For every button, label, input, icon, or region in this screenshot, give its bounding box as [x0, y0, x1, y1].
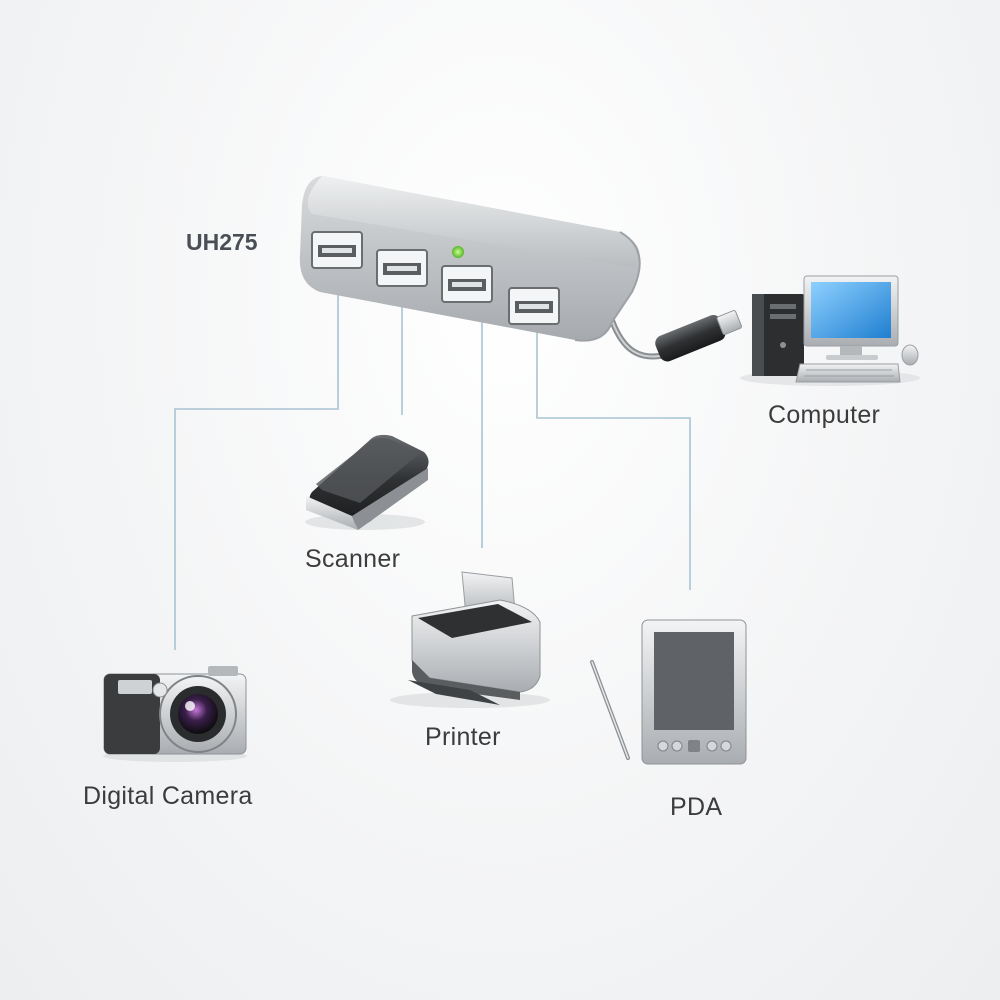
camera-connector-line [174, 268, 339, 650]
digital-camera-label: Digital Camera [83, 782, 253, 810]
stylus-icon [590, 660, 630, 760]
usb-hub [299, 176, 641, 342]
usb-port-1 [311, 231, 363, 269]
computer-label: Computer [768, 401, 881, 429]
scanner-label: Scanner [305, 545, 401, 573]
power-led-icon [452, 246, 464, 258]
usb-plug [655, 310, 743, 362]
scanner-icon [305, 434, 429, 530]
hub-model-label: UH275 [186, 229, 258, 255]
pda-label: PDA [670, 793, 723, 821]
pda-connector-line [536, 320, 691, 590]
pda-icon [641, 619, 747, 765]
usb-cable [607, 310, 743, 362]
usb-port-4 [508, 287, 560, 325]
digital-camera-icon [103, 666, 247, 762]
printer-label: Printer [425, 723, 501, 751]
computer-icon [740, 275, 920, 386]
usb-port-2 [376, 249, 428, 287]
printer-icon [390, 571, 550, 708]
usb-port-3 [441, 265, 493, 303]
